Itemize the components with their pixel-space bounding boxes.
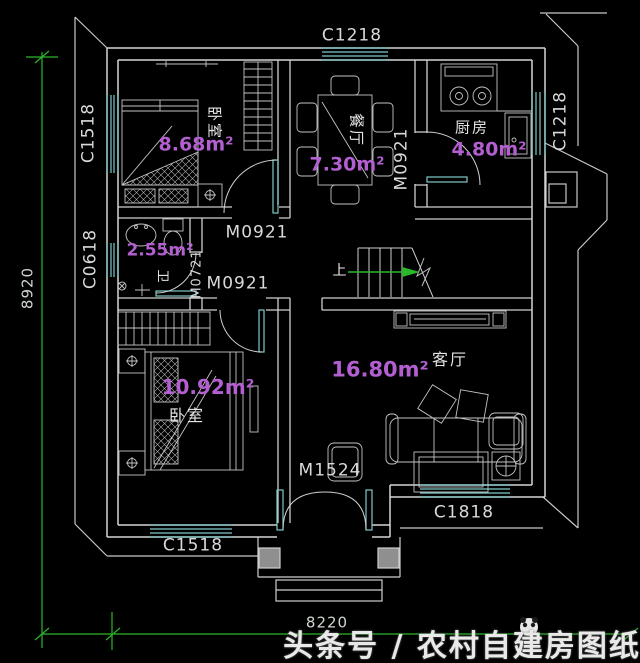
- furniture: [117, 61, 532, 493]
- room-name-bath: 卫: [154, 269, 170, 285]
- door-label-bedroom1: M0921: [225, 222, 289, 243]
- window-label-bottom-c1818: C1818: [433, 502, 495, 523]
- wardrobe-1: [243, 61, 273, 151]
- window-bottom-c1518: [150, 524, 232, 538]
- room-area-bedroom2: 10.92m²: [161, 375, 255, 399]
- door-entrance: [276, 489, 373, 531]
- door-label-kitchen: M0921: [391, 127, 412, 191]
- window-label-top-c1218: C1218: [321, 25, 383, 46]
- room-area-dining: 7.30m²: [309, 153, 385, 176]
- dimension-bottom-total: 8220: [305, 613, 349, 632]
- dining-table: [296, 75, 394, 205]
- window-right-c1218: [531, 92, 546, 155]
- doors: [155, 131, 481, 531]
- stairs-up-label: 上: [332, 263, 348, 279]
- dimension-lines: [26, 50, 639, 650]
- window-left-c0618: [106, 243, 119, 277]
- windows: [106, 47, 546, 538]
- room-name-bedroom2: 卧室: [168, 406, 206, 425]
- room-name-living: 客厅: [431, 350, 469, 369]
- sofa-set: [327, 384, 527, 493]
- dimension-left-total: 8920: [18, 266, 37, 310]
- bed-2: [118, 348, 259, 476]
- window-label-right-c1218: C1218: [550, 90, 571, 152]
- bath-fixtures: [117, 218, 184, 296]
- kitchen-fixtures: [440, 63, 532, 159]
- watermark-logo-icon: [520, 617, 538, 636]
- window-label-left-c0618: C0618: [80, 228, 101, 290]
- eave-outline: [74, 12, 608, 557]
- door-label-bedroom2: M0921: [206, 273, 270, 294]
- door-label-entrance: M1524: [298, 460, 362, 481]
- room-name-dining: 餐厅: [347, 112, 366, 148]
- watermark-text: 头条号 / 农村自建房图纸: [283, 629, 640, 663]
- tv-cabinet: [393, 310, 507, 329]
- wardrobe-2: [117, 311, 211, 346]
- room-area-bath: 2.55m²: [126, 240, 194, 261]
- window-bottom-c1818: [420, 484, 510, 498]
- bed-1: [121, 61, 223, 208]
- room-area-living: 16.80m²: [331, 357, 429, 382]
- door-bedroom1: [223, 159, 279, 214]
- door-bedroom2: [219, 309, 265, 353]
- room-name-kitchen: 厨房: [454, 118, 490, 137]
- room-area-kitchen: 4.80m²: [451, 138, 527, 161]
- window-left-c1518: [106, 95, 119, 173]
- room-area-bedroom1: 8.68m²: [158, 133, 234, 156]
- door-openings: [188, 133, 429, 539]
- stair-up-arrow: [348, 267, 420, 277]
- door-kitchen: [426, 131, 481, 186]
- door-bath: [155, 252, 197, 297]
- window-label-left-c1518: C1518: [78, 102, 99, 164]
- porch: [257, 537, 401, 602]
- window-top-c1218: [322, 47, 388, 61]
- window-label-bottom-c1518: C1518: [162, 535, 224, 556]
